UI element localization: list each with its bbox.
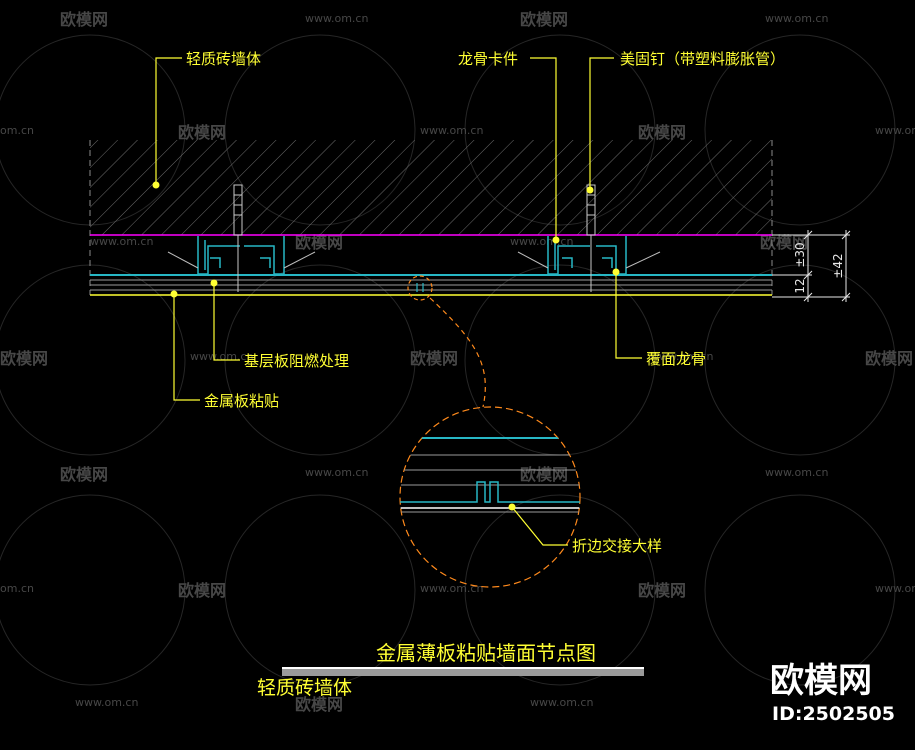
watermark-brand: 欧模网 <box>638 123 686 142</box>
watermark-url: www.om.cn <box>90 235 153 248</box>
leader-base-board <box>213 283 240 361</box>
watermark-brand: 欧模网 <box>638 581 686 600</box>
leader-cover-keel <box>615 272 642 359</box>
brand-logo: 欧模网 <box>770 661 872 701</box>
leader-dot-keel-clip <box>552 236 560 244</box>
watermark-url: www.om.cn <box>420 124 483 137</box>
watermark-brand: 欧模网 <box>295 695 343 714</box>
watermark-layer: 欧模网 www.om.cn 欧模网 www.om.cn om.cn 欧模网 ww… <box>0 10 915 714</box>
leader-dot-metal-panel <box>170 290 178 298</box>
anchor-bolt-left <box>233 184 243 292</box>
leader-dot-nail <box>586 186 594 194</box>
watermark-brand: 欧模网 <box>178 581 226 600</box>
leader-dot-base-board <box>210 279 218 287</box>
watermark-url: www.om.cn <box>75 696 138 709</box>
watermark-brand: 欧模网 <box>178 123 226 142</box>
leader-metal-panel <box>173 294 200 401</box>
label-keel-clip: 龙骨卡件 <box>458 50 518 68</box>
leader-dot-detail <box>508 503 516 511</box>
watermark-brand: 欧模网 <box>295 233 343 252</box>
watermark-brand: 欧模网 <box>760 233 808 252</box>
anchor-bolt-right <box>586 184 596 292</box>
leader-wall <box>155 57 182 185</box>
watermark-brand: 欧模网 <box>520 10 568 29</box>
leader-detail <box>511 506 568 546</box>
joint-marker-circle <box>407 275 433 301</box>
dim-42: ±42 <box>831 253 845 278</box>
watermark-brand: 欧模网 <box>520 465 568 484</box>
watermark-url: www.om.cn <box>875 582 915 595</box>
leader-dot-cover-keel <box>612 268 620 276</box>
watermark-url: www.om.cn <box>875 124 915 137</box>
label-cover-keel: 覆面龙骨 <box>646 350 706 368</box>
watermark-url: www.om.cn <box>530 696 593 709</box>
dimension-lines <box>772 230 851 302</box>
watermark-url: www.om.cn <box>420 582 483 595</box>
dim-30: ±30 <box>793 242 807 267</box>
watermark-url: om.cn <box>0 582 34 595</box>
watermark-url: om.cn <box>0 124 34 137</box>
watermark-brand: 欧模网 <box>0 349 48 368</box>
drawing-title: 金属薄板粘贴墙面节点图 <box>376 641 596 665</box>
watermark-url: www.om.cn <box>765 12 828 25</box>
keel-profile-left <box>167 236 316 275</box>
watermark-brand: 欧模网 <box>865 349 913 368</box>
drawing-subtitle: 轻质砖墙体 <box>257 677 352 699</box>
watermark-url: www.om.cn <box>765 466 828 479</box>
detail-enlarged <box>399 406 581 588</box>
watermark-url: www.om.cn <box>305 466 368 479</box>
detail-connector <box>429 297 486 408</box>
label-base-board: 基层板阻燃处理 <box>244 352 349 370</box>
label-detail: 折边交接大样 <box>572 537 662 555</box>
panel-layers <box>90 274 772 296</box>
brand-id: ID:2502505 <box>772 703 895 725</box>
brick-wall-section <box>90 140 772 235</box>
watermark-url: www.om.cn <box>305 12 368 25</box>
dim-12: 12 <box>793 278 807 293</box>
label-nail: 美固钉（带塑料膨胀管） <box>620 50 785 68</box>
watermark-brand: 欧模网 <box>410 349 458 368</box>
leader-dot-wall <box>152 181 160 189</box>
label-wall: 轻质砖墙体 <box>186 50 261 68</box>
leader-keel-clip <box>530 57 557 240</box>
joint-fold <box>416 283 424 292</box>
leader-nail <box>589 57 614 190</box>
watermark-brand: 欧模网 <box>60 465 108 484</box>
label-metal-panel: 金属板粘贴 <box>204 392 279 410</box>
watermark-url: www.om.cn <box>650 350 713 363</box>
watermark-brand: 欧模网 <box>60 10 108 29</box>
title-underline-gray <box>282 668 644 676</box>
